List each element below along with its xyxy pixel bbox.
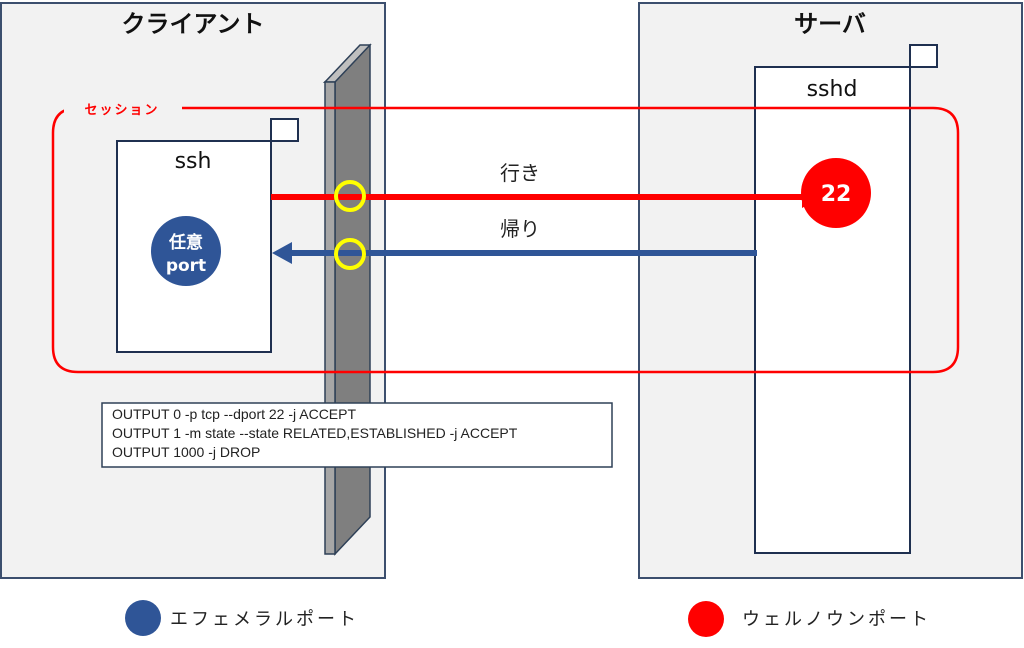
session-outline (51, 106, 960, 374)
sshd-process-corner (909, 44, 938, 68)
firewall-rule-1: OUTPUT 1 -m state --state RELATED,ESTABL… (112, 425, 518, 441)
ephemeral-port-label-2: port (166, 256, 206, 276)
firewall-rule-2: OUTPUT 1000 -j DROP (112, 444, 260, 460)
inbound-arrow-head (272, 242, 292, 264)
server-title: サーバ (794, 10, 866, 38)
session: セッション (51, 100, 960, 374)
sshd-process-label: sshd (807, 77, 858, 102)
sshd-process: sshd (754, 44, 938, 554)
legend: エフェメラルポート ウェルノウンポート (125, 600, 931, 637)
session-label: セッション (84, 103, 159, 118)
legend-well-known-icon (688, 601, 724, 637)
ephemeral-port-label-1: 任意 (168, 232, 203, 253)
sshd-process-box (754, 66, 911, 554)
well-known-port-number: 22 (821, 182, 852, 207)
legend-ephemeral-icon (125, 600, 161, 636)
inbound-flow: 帰り (272, 217, 757, 264)
client-title: クライアント (121, 10, 264, 38)
inbound-checkpoint-icon (334, 238, 366, 270)
outbound-label: 行き (500, 161, 540, 185)
inbound-label: 帰り (500, 217, 540, 241)
ssh-process-corner (270, 118, 299, 142)
firewall-rules-box (101, 402, 613, 468)
ssh-process-label: ssh (175, 149, 212, 174)
legend-well-known-label: ウェルノウンポート (742, 609, 931, 630)
ephemeral-port-icon (151, 216, 221, 286)
legend-item-well-known: ウェルノウンポート (688, 601, 931, 637)
outbound-checkpoint-icon (334, 180, 366, 212)
firewall (322, 43, 372, 556)
well-known-port-icon (801, 158, 871, 228)
legend-item-ephemeral: エフェメラルポート (125, 600, 359, 636)
session-label-bg (64, 100, 180, 118)
firewall-rules: OUTPUT 0 -p tcp --dport 22 -j ACCEPT OUT… (101, 402, 613, 468)
firewall-front (324, 81, 336, 555)
well-known-port: 22 (801, 158, 871, 228)
legend-ephemeral-label: エフェメラルポート (170, 609, 359, 630)
firewall-rule-0: OUTPUT 0 -p tcp --dport 22 -j ACCEPT (112, 406, 356, 422)
ssh-process: ssh 任意 port (116, 118, 299, 353)
